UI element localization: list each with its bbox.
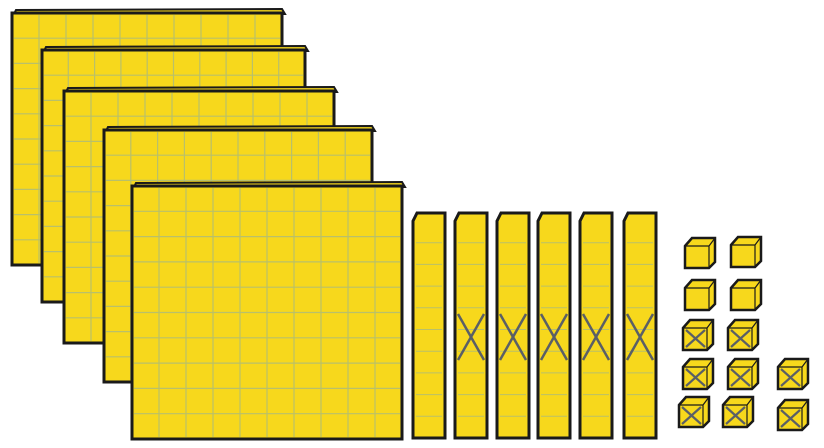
one-cube [778,359,808,389]
hundreds-flats [12,9,405,439]
rod-body [455,213,487,438]
rod-body [580,213,612,438]
ten-rod [497,213,529,438]
ten-rod [455,213,487,438]
one-cube [683,320,713,350]
one-cube [683,359,713,389]
rod-body [497,213,529,438]
rod-body [624,213,656,438]
ten-rod [580,213,612,438]
one-cube [778,400,808,430]
tens-rods [413,213,656,438]
one-cube [679,397,709,427]
one-cube [723,397,753,427]
one-cube [728,359,758,389]
ten-rod [624,213,656,438]
ten-rod [538,213,570,438]
cube-body [685,238,715,268]
one-cube [728,320,758,350]
cube-body [731,280,761,310]
cube-body [685,280,715,310]
hundred-flat [132,182,405,439]
rod-body [413,213,445,438]
ten-rod [413,213,445,438]
one-cube [731,280,761,310]
ones-units [679,237,808,430]
one-cube [685,238,715,268]
one-cube [685,280,715,310]
one-cube [731,237,761,267]
rod-body [538,213,570,438]
cube-body [731,237,761,267]
